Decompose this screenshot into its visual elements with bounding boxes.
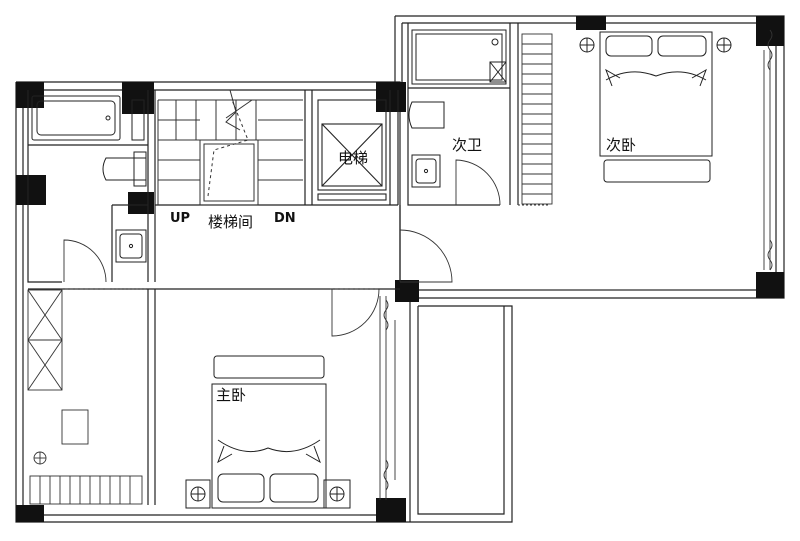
stairwell-label: 楼梯间 xyxy=(208,213,253,231)
left-bath-fixtures xyxy=(31,95,147,263)
staircase xyxy=(157,89,303,206)
second-bedroom-label: 次卧 xyxy=(606,136,636,154)
master-bedroom-bed xyxy=(185,355,351,509)
elevator-shaft xyxy=(317,99,387,201)
elevator-label: 电梯 xyxy=(338,149,368,167)
master-bedroom-label: 主卧 xyxy=(216,386,246,404)
second-bedroom-bed xyxy=(579,31,732,183)
wardrobe-right xyxy=(521,33,553,205)
stair-down-label: DN xyxy=(274,211,296,226)
doors xyxy=(60,159,548,337)
interior-walls xyxy=(27,23,519,505)
second-bath-label: 次卫 xyxy=(452,136,482,154)
stair-up-label: UP xyxy=(170,211,190,226)
right-bath-fixtures xyxy=(408,29,507,188)
closet-left xyxy=(27,289,143,505)
windows xyxy=(160,29,773,516)
